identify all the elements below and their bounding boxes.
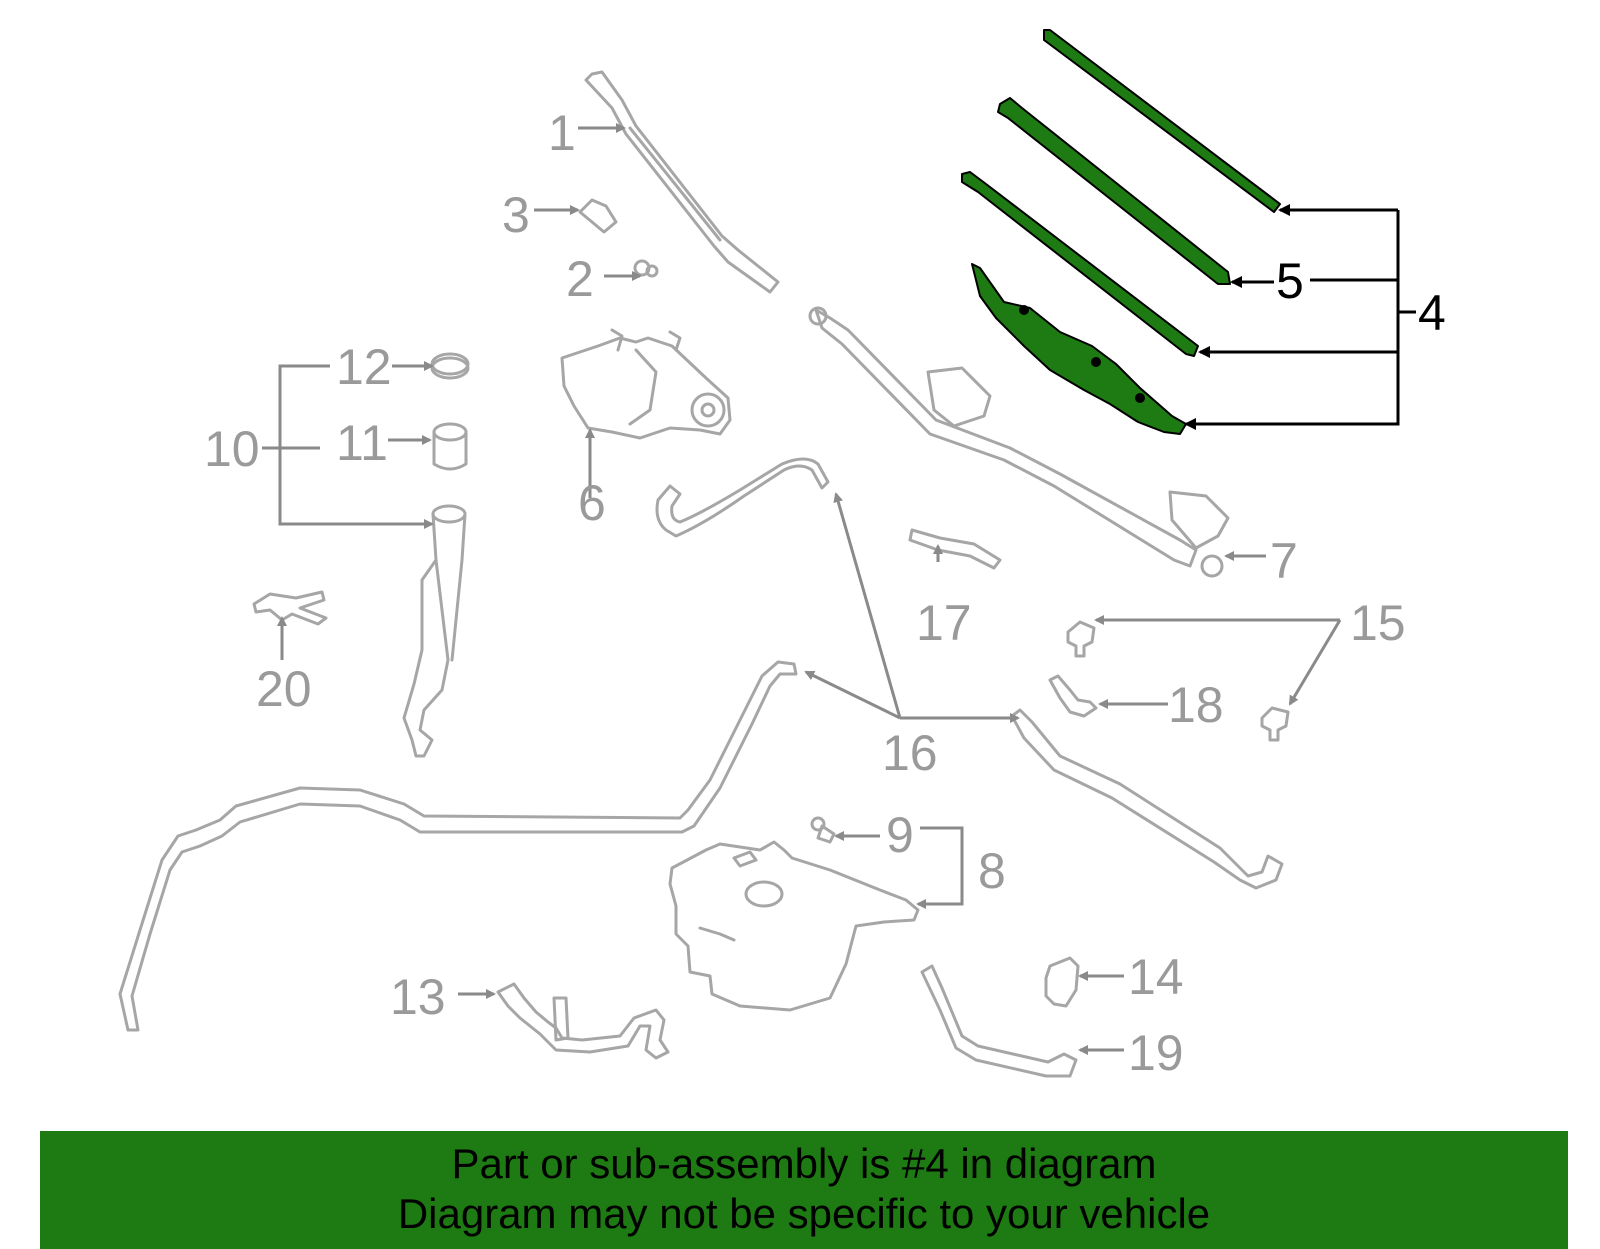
bracket-part[interactable] (252, 590, 328, 626)
hose-short-part[interactable] (908, 528, 1002, 570)
wiper-blade-assembly[interactable] (961, 29, 1281, 435)
callout-2: 2 (566, 251, 594, 307)
washer-nozzle-part[interactable] (1066, 620, 1290, 742)
callout-3: 3 (502, 187, 530, 243)
callout-7: 7 (1270, 533, 1298, 589)
washer-pump-part[interactable] (496, 982, 670, 1060)
callout-5: 5 (1276, 253, 1304, 309)
wiper-blade (961, 171, 1199, 357)
callout-13: 13 (390, 969, 446, 1025)
callout-19: 19 (1128, 1025, 1184, 1081)
hose-right-part[interactable] (1010, 708, 1284, 890)
nut-part[interactable] (633, 259, 659, 278)
callout-15: 15 (1350, 595, 1406, 651)
filler-seal-part[interactable] (432, 422, 468, 471)
callout-10: 10 (204, 421, 260, 477)
callout-1: 1 (548, 105, 576, 161)
wiper-arm-part[interactable] (584, 70, 780, 294)
highlight-leader-lines (1184, 204, 1416, 430)
callout-9: 9 (886, 807, 914, 863)
arm-cap-part[interactable] (578, 198, 618, 234)
leader-lines (262, 123, 1342, 1055)
reservoir-cap-part[interactable] (430, 352, 470, 380)
callout-6: 6 (578, 475, 606, 531)
filler-neck-part[interactable] (402, 504, 467, 758)
hose-clip-part[interactable] (1048, 674, 1098, 718)
hose-lower-part[interactable] (920, 964, 1078, 1078)
wiper-blade-frame (971, 263, 1187, 435)
info-banner: Part or sub-assembly is #4 in diagram Di… (40, 1131, 1568, 1249)
callout-17: 17 (916, 595, 972, 651)
washer-reservoir-part[interactable] (668, 816, 920, 1012)
wiper-motor-part[interactable] (560, 328, 732, 440)
wiper-blade-refill-top (1043, 29, 1281, 213)
callout-14: 14 (1128, 949, 1184, 1005)
callout-11: 11 (336, 415, 388, 471)
hose-upper-part[interactable] (655, 457, 830, 538)
callout-20: 20 (256, 661, 312, 717)
callout-12: 12 (336, 339, 392, 395)
pump-motor-part[interactable] (1044, 956, 1080, 1008)
callout-8: 8 (978, 843, 1006, 899)
hose-long-part[interactable] (118, 660, 798, 1032)
callout-16: 16 (882, 725, 938, 781)
banner-line-part-number: Part or sub-assembly is #4 in diagram (451, 1140, 1157, 1187)
callout-18: 18 (1168, 677, 1224, 733)
callout-4: 4 (1418, 285, 1446, 341)
wiper-linkage-part[interactable] (808, 306, 1230, 578)
banner-line-disclaimer: Diagram may not be specific to your vehi… (397, 1190, 1211, 1237)
wiper-blade-insert (997, 97, 1231, 285)
